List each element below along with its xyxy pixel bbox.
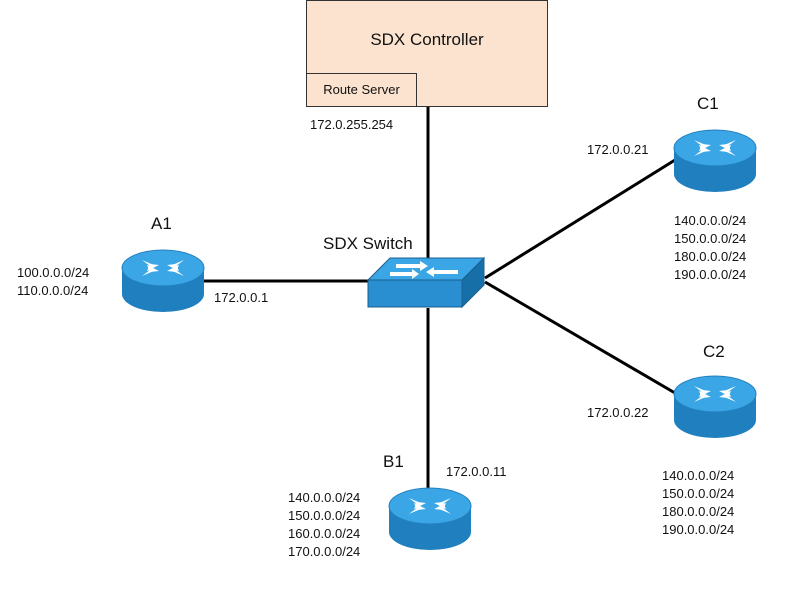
router-a1-prefixes: 100.0.0.0/24 110.0.0.0/24 xyxy=(17,264,89,300)
prefix-item: 190.0.0.0/24 xyxy=(674,267,747,282)
router-c1-name: C1 xyxy=(697,94,719,113)
prefix-item: 140.0.0.0/24 xyxy=(662,468,735,483)
router-c1-ip: 172.0.0.21 xyxy=(587,142,649,157)
prefix-item: 110.0.0.0/24 xyxy=(17,283,89,298)
controller-title: SDX Controller xyxy=(370,30,484,49)
router-b1-ip: 172.0.0.11 xyxy=(446,464,507,479)
prefix-item: 160.0.0.0/24 xyxy=(288,526,361,541)
router-c2-prefixes: 140.0.0.0/24 150.0.0.0/24 180.0.0.0/24 1… xyxy=(662,467,734,539)
router-c2-icon xyxy=(673,375,757,438)
router-b1-icon xyxy=(388,487,472,550)
prefix-item: 150.0.0.0/24 xyxy=(662,486,735,501)
switch-icon xyxy=(366,256,486,309)
router-b1-name: B1 xyxy=(383,452,404,471)
route-server-ip: 172.0.255.254 xyxy=(310,117,394,132)
router-c2-name: C2 xyxy=(703,342,725,361)
router-c1-prefixes: 140.0.0.0/24 150.0.0.0/24 180.0.0.0/24 1… xyxy=(674,212,746,284)
router-a1-name: A1 xyxy=(151,214,172,233)
switch-label: SDX Switch xyxy=(323,234,413,253)
prefix-item: 150.0.0.0/24 xyxy=(288,508,361,523)
link-switch-c1 xyxy=(484,158,676,280)
prefix-item: 190.0.0.0/24 xyxy=(662,522,735,537)
sdx-controller: SDX Controller Route Server xyxy=(306,0,548,107)
router-b1-prefixes: 140.0.0.0/24 150.0.0.0/24 160.0.0.0/24 1… xyxy=(288,489,360,561)
prefix-item: 180.0.0.0/24 xyxy=(662,504,735,519)
route-server: Route Server xyxy=(306,73,417,107)
router-c1-icon xyxy=(673,129,757,192)
prefix-item: 100.0.0.0/24 xyxy=(17,265,90,280)
prefix-item: 170.0.0.0/24 xyxy=(288,544,361,559)
router-a1-ip: 172.0.0.1 xyxy=(214,290,269,305)
link-switch-c2 xyxy=(484,280,676,395)
router-a1-icon xyxy=(121,249,205,312)
prefix-item: 140.0.0.0/24 xyxy=(674,213,747,228)
prefix-item: 180.0.0.0/24 xyxy=(674,249,747,264)
router-c2-ip: 172.0.0.22 xyxy=(587,405,649,420)
prefix-item: 140.0.0.0/24 xyxy=(288,490,361,505)
prefix-item: 150.0.0.0/24 xyxy=(674,231,747,246)
